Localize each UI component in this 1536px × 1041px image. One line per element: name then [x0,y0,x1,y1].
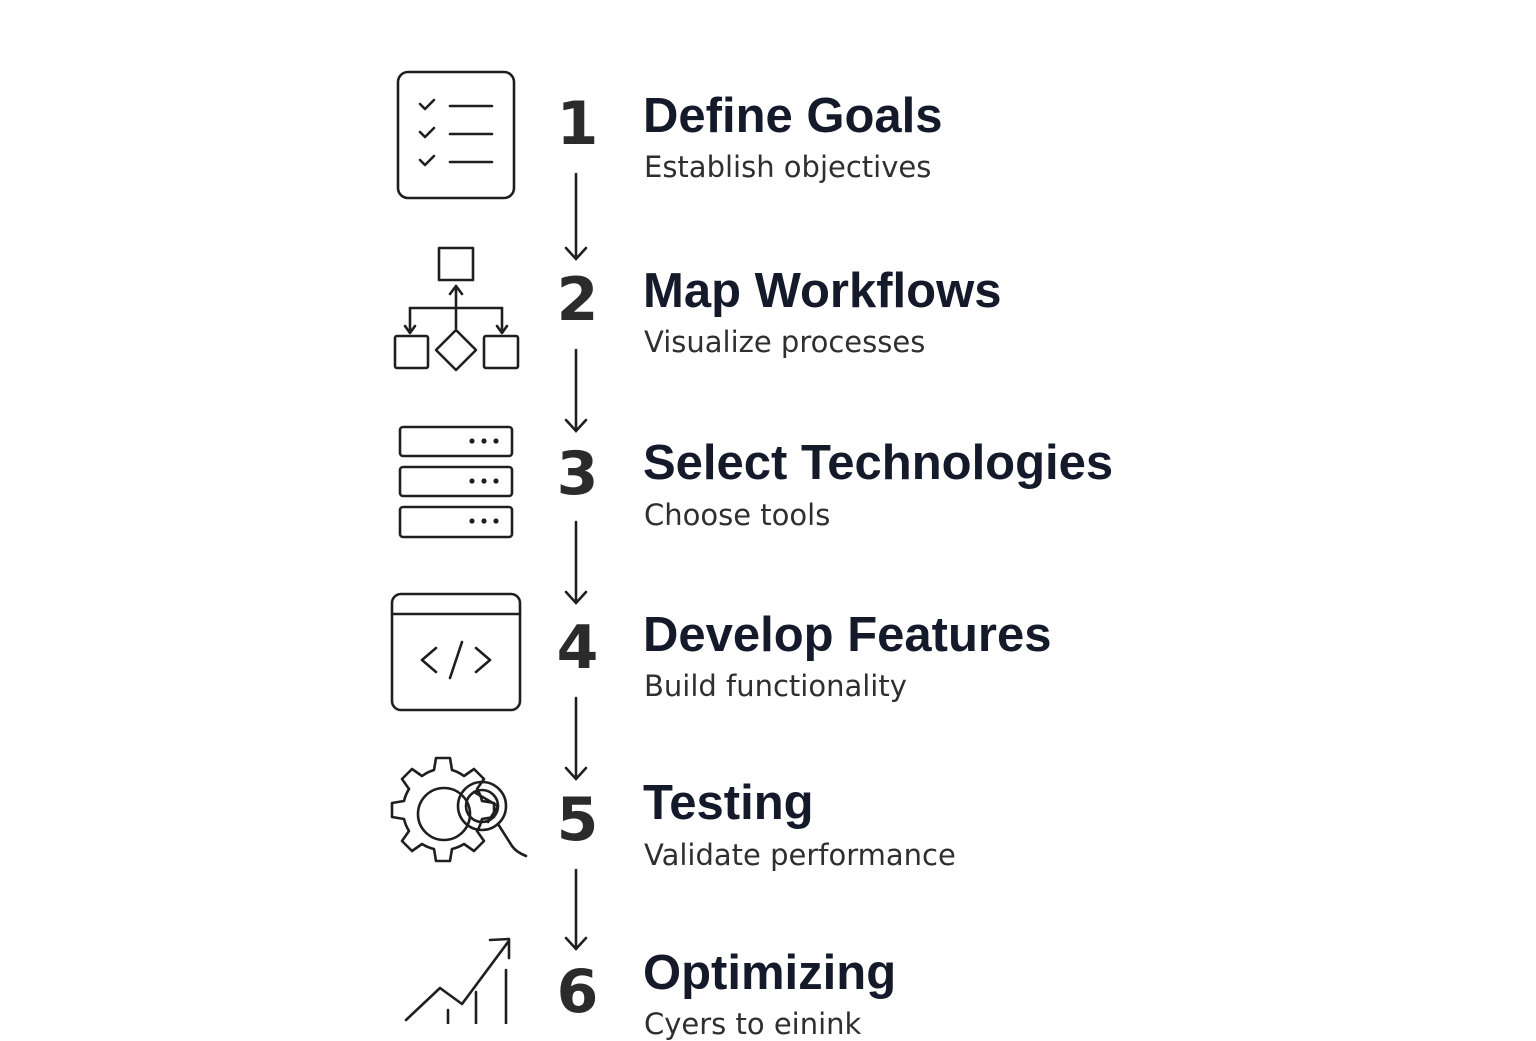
step-3: 3 Select Technologies Choose tools [0,414,1536,554]
step-number: 6 [556,957,599,1027]
step-subtitle: Cyers to einink [644,1007,862,1041]
step-title: Optimizing [643,946,897,1000]
step-4: 4 Develop Features Build functionality [0,586,1536,726]
step-6: 6 Optimizing Cyers to einink [0,930,1536,1039]
step-title: Map Workflows [643,264,1002,318]
step-number: 2 [556,265,599,335]
server-stack-icon [388,414,528,554]
down-arrow-icon [561,348,591,434]
step-subtitle: Validate performance [644,838,956,872]
step-title: Define Goals [643,89,943,143]
step-title: Select Technologies [643,436,1114,490]
step-2: 2 Map Workflows Visualize processes [0,240,1536,380]
step-subtitle: Establish objectives [644,150,932,184]
step-1: 1 Define Goals Establish objectives [0,62,1536,202]
step-number: 5 [556,785,599,855]
down-arrow-icon [561,696,591,782]
flowchart-icon [388,240,528,380]
code-window-icon [388,586,528,726]
step-title: Develop Features [643,608,1052,662]
down-arrow-icon [561,520,591,606]
step-title: Testing [643,776,814,830]
step-subtitle: Visualize processes [644,325,926,359]
growth-chart-icon [388,930,528,1024]
down-arrow-icon [561,868,591,952]
step-subtitle: Choose tools [644,498,831,532]
gear-magnifier-icon [388,748,528,888]
step-subtitle: Build functionality [644,669,907,703]
step-number: 3 [556,439,599,509]
step-5: 5 Testing Validate performance [0,748,1536,888]
checklist-icon [388,62,528,202]
step-number: 4 [556,613,599,683]
step-number: 1 [556,89,599,159]
down-arrow-icon [561,172,591,262]
